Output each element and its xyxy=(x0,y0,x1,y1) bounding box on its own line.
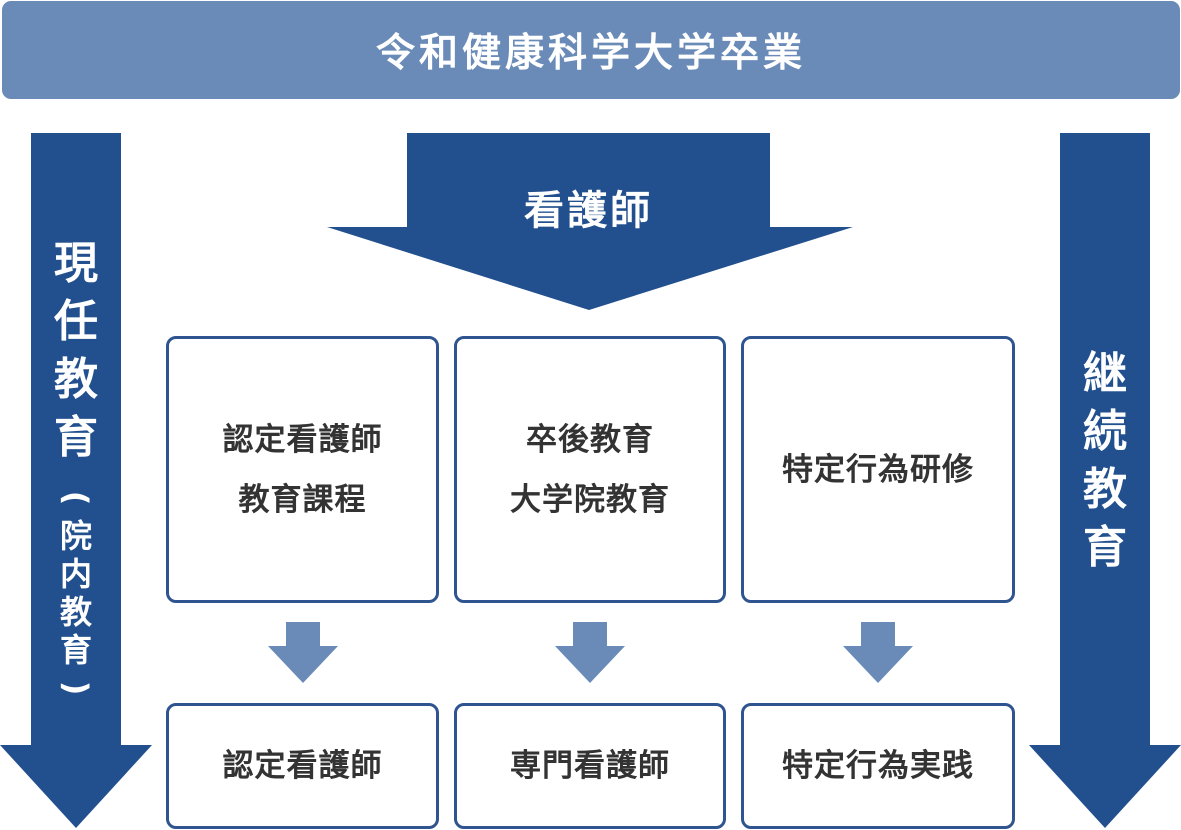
left-arrow-sublabel-char: 教 xyxy=(59,593,92,631)
program-box-3: 特定行為研修 xyxy=(741,336,1015,603)
left-arrow-label-char: 任 xyxy=(54,296,98,347)
left-arrow-sublabel-char: ) xyxy=(57,680,95,696)
right-arrow-label-char: 継 xyxy=(1083,348,1127,399)
right-down-arrow xyxy=(1029,133,1181,828)
left-arrow-sublabel: ( 院内教育) xyxy=(31,479,121,707)
right-arrow-label-group: 継続教育 xyxy=(1060,345,1150,577)
left-arrow-label-group: 現任教育 (院内教育) xyxy=(31,235,121,707)
small-down-arrow-2 xyxy=(555,622,625,683)
outcome-box-1: 認定看護師 xyxy=(166,703,439,829)
banner: 令和健康科学大学卒業 xyxy=(2,1,1180,99)
left-arrow-label-char: 育 xyxy=(54,412,98,463)
banner-title: 令和健康科学大学卒業 xyxy=(375,31,806,76)
program-box-2: 卒後教育 大学院教育 xyxy=(454,336,726,603)
right-arrow-label: 継続教育 xyxy=(1060,345,1150,577)
left-down-arrow xyxy=(0,133,152,828)
center-arrow-label: 看護師 xyxy=(524,188,653,234)
center-down-arrow xyxy=(327,133,853,310)
outcome-2-label: 専門看護師 xyxy=(510,748,670,784)
right-arrow-label-char: 教 xyxy=(1083,464,1127,515)
right-arrow-label-char: 続 xyxy=(1083,406,1127,457)
small-down-arrow-1 xyxy=(268,622,338,683)
outcome-box-3: 特定行為実践 xyxy=(741,703,1015,829)
program-3-line-1: 特定行為研修 xyxy=(782,451,974,488)
small-down-arrow-3 xyxy=(843,622,913,683)
left-arrow-label-char: 現 xyxy=(54,238,98,289)
program-box-1: 認定看護師 教育課程 xyxy=(166,336,439,603)
left-arrow-sublabel-char: ( xyxy=(57,490,95,506)
left-arrow-sublabel-char: 院 xyxy=(59,517,92,555)
left-arrow-label-char: 教 xyxy=(54,354,98,405)
outcome-3-label: 特定行為実践 xyxy=(782,748,974,784)
right-arrow-label-char: 育 xyxy=(1083,522,1127,573)
left-arrow-sublabel-char: 育 xyxy=(59,631,92,669)
program-1-line-1: 認定看護師 xyxy=(222,421,383,458)
outcome-box-2: 専門看護師 xyxy=(454,703,726,829)
left-arrow-sublabel-char: 内 xyxy=(59,555,92,593)
program-2-line-2: 大学院教育 xyxy=(510,481,670,518)
left-arrow-label: 現任教育 xyxy=(31,235,121,467)
program-1-line-2: 教育課程 xyxy=(238,481,367,518)
program-2-line-1: 卒後教育 xyxy=(526,421,654,458)
outcome-1-label: 認定看護師 xyxy=(222,748,383,784)
